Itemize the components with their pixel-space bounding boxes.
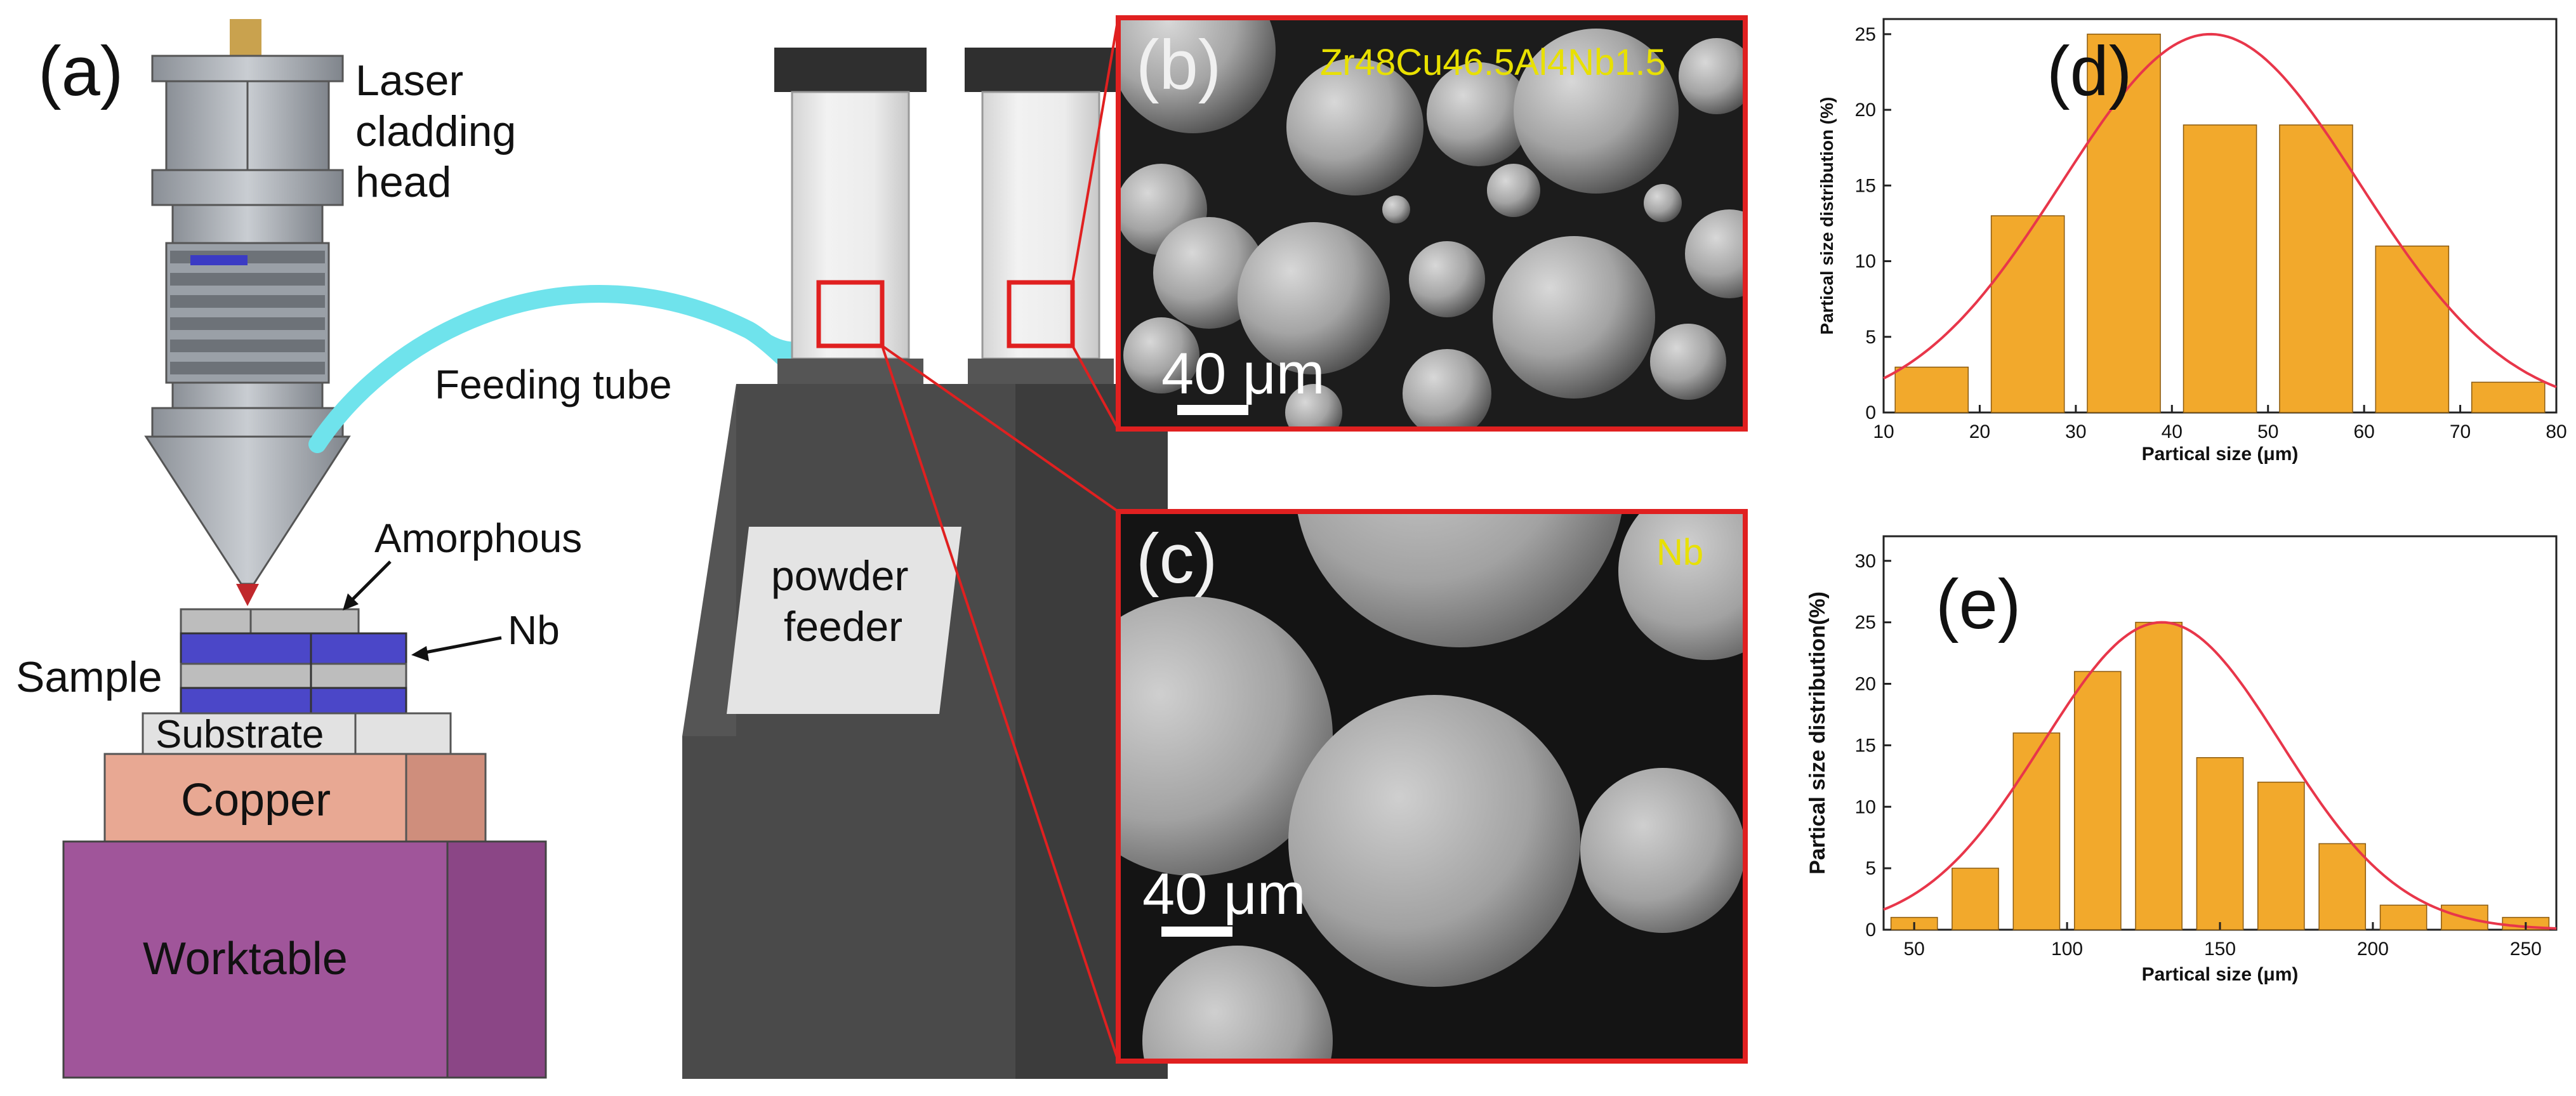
chart-e-bar — [1952, 868, 1999, 930]
chart-d-ytick-label: 5 — [1865, 327, 1876, 348]
chart-d-bar — [2471, 381, 2546, 413]
chart-d-xtick-label: 40 — [2162, 421, 2183, 442]
chart-e-xtick-label: 150 — [2204, 939, 2236, 960]
chart-d-bar — [2279, 124, 2353, 413]
chart-e-ytick-label: 15 — [1855, 735, 1876, 756]
panel-c-frame — [1116, 509, 1748, 1064]
sample-stack — [180, 608, 407, 715]
chart-e-ticks: 50 100 150 200 250 0 5 10 15 20 25 30 — [1855, 551, 2542, 960]
chart-e: 50 100 150 200 250 0 5 10 15 20 25 30 (e) Partical … — [1806, 535, 2558, 985]
chart-e-bar — [2379, 904, 2427, 930]
panel-c-scale-label: 40 μm — [1142, 862, 1306, 927]
sample-label: Sample — [16, 653, 162, 701]
chart-e-xtick-label: 100 — [2051, 939, 2083, 960]
panel-b-scale-bar — [1177, 405, 1248, 415]
powder-feeder — [682, 48, 1168, 1079]
nb-label: Nb — [508, 607, 560, 653]
copper-label: Copper — [181, 775, 331, 826]
worktable-label: Worktable — [143, 934, 348, 984]
chart-e-bar — [2135, 621, 2183, 930]
chart-e-ytick-label: 0 — [1865, 920, 1876, 941]
chart-d-ytick-label: 10 — [1855, 251, 1876, 272]
powder-feeder-label-line2: feeder — [784, 603, 902, 650]
amorphous-arrow — [345, 560, 392, 607]
chart-e-ytick-label: 20 — [1855, 674, 1876, 695]
chart-d-bar — [2183, 124, 2257, 413]
feeding-tube-label: Feeding tube — [435, 362, 672, 407]
chart-d-xlabel: Partical size (μm) — [2142, 444, 2299, 465]
chart-d-xtick-label: 20 — [1969, 421, 1990, 442]
chart-e-xlabel: Partical size (μm) — [2142, 964, 2299, 985]
panel-c-label: (c) — [1136, 520, 1217, 598]
chart-e-bar — [2257, 781, 2305, 930]
chart-d-fit-curve — [1883, 32, 2557, 388]
coil-section — [165, 242, 330, 384]
chart-d: 10 20 30 40 50 60 70 80 0 5 10 15 20 25 (d) Partical … — [1817, 18, 2567, 465]
chart-d-bar — [2375, 245, 2450, 413]
chart-d-bar — [1990, 215, 2065, 413]
chart-e-xtick-label: 50 — [1903, 939, 1924, 960]
chart-d-ytick-label: 20 — [1855, 100, 1876, 121]
chart-d-bar — [2087, 34, 2161, 413]
chart-d-ytick-label: 15 — [1855, 175, 1876, 196]
chart-e-ytick-label: 25 — [1855, 612, 1876, 633]
chart-e-xtick-label: 200 — [2357, 939, 2389, 960]
chart-d-xtick-label: 60 — [2353, 421, 2374, 442]
nb-arrow — [418, 636, 502, 656]
laser-head-label-line2: cladding — [355, 107, 516, 155]
chart-d-panel-label: (d) — [2047, 32, 2132, 110]
substrate-label: Substrate — [155, 713, 324, 756]
chart-d-ytick-label: 25 — [1855, 24, 1876, 45]
chart-d-bar — [1894, 366, 1969, 413]
amorphous-label: Amorphous — [374, 515, 582, 561]
laser-cladding-head — [144, 19, 351, 606]
panel-a: (a) Laser cladding — [16, 17, 1168, 1079]
panel-c-scale-bar — [1161, 927, 1232, 937]
chart-d-xtick-label: 80 — [2546, 421, 2566, 442]
laser-spot — [236, 584, 259, 606]
panel-a-label: (a) — [38, 32, 123, 110]
chart-d-ylabel: Partical size distribution (%) — [1817, 97, 1837, 335]
chart-d-xtick-label: 30 — [2065, 421, 2086, 442]
chart-e-bar — [2012, 732, 2061, 930]
laser-head-label-line1: Laser — [355, 56, 463, 105]
chart-d-xtick-label: 50 — [2257, 421, 2278, 442]
nozzle — [144, 435, 351, 585]
feeder-panel — [727, 527, 961, 714]
chart-e-bars — [1890, 621, 2550, 930]
panel-b-material: Zr48Cu46.5Al4Nb1.5 — [1320, 42, 1666, 83]
panel-b-frame — [1116, 15, 1748, 432]
laser-head-label-line3: head — [355, 158, 451, 206]
chart-e-bar — [2196, 757, 2244, 930]
panel-c-material: Nb — [1656, 532, 1703, 573]
panel-b-scale-label: 40 μm — [1161, 341, 1325, 406]
chart-e-ylabel: Partical size distribution(%) — [1806, 591, 1830, 875]
chart-d-ytick-label: 0 — [1865, 402, 1876, 423]
chart-d-ticks: 10 20 30 40 50 60 70 80 0 5 10 15 20 25 — [1855, 24, 2567, 442]
chart-e-ytick-label: 5 — [1865, 858, 1876, 879]
panel-b-sem: (b) Zr48Cu46.5Al4Nb1.5 40 μm — [1116, 15, 1748, 432]
chart-e-panel-label: (e) — [1936, 565, 2021, 644]
chart-e-fit-curve — [1883, 621, 2557, 930]
powder-feeder-label-line1: powder — [771, 552, 908, 599]
chart-e-xtick-label: 250 — [2510, 939, 2542, 960]
panel-b-label: (b) — [1136, 26, 1221, 104]
panel-c-sem: (c) Nb 40 μm — [1116, 509, 1748, 1064]
chart-d-xtick-label: 70 — [2450, 421, 2471, 442]
chart-e-bar — [2073, 671, 2122, 930]
chart-d-xtick-label: 10 — [1873, 421, 1894, 442]
chart-d-bars — [1894, 34, 2546, 413]
chart-e-ytick-label: 10 — [1855, 796, 1876, 817]
chart-e-bar — [2318, 843, 2367, 930]
chart-e-ytick-label: 30 — [1855, 551, 1876, 572]
